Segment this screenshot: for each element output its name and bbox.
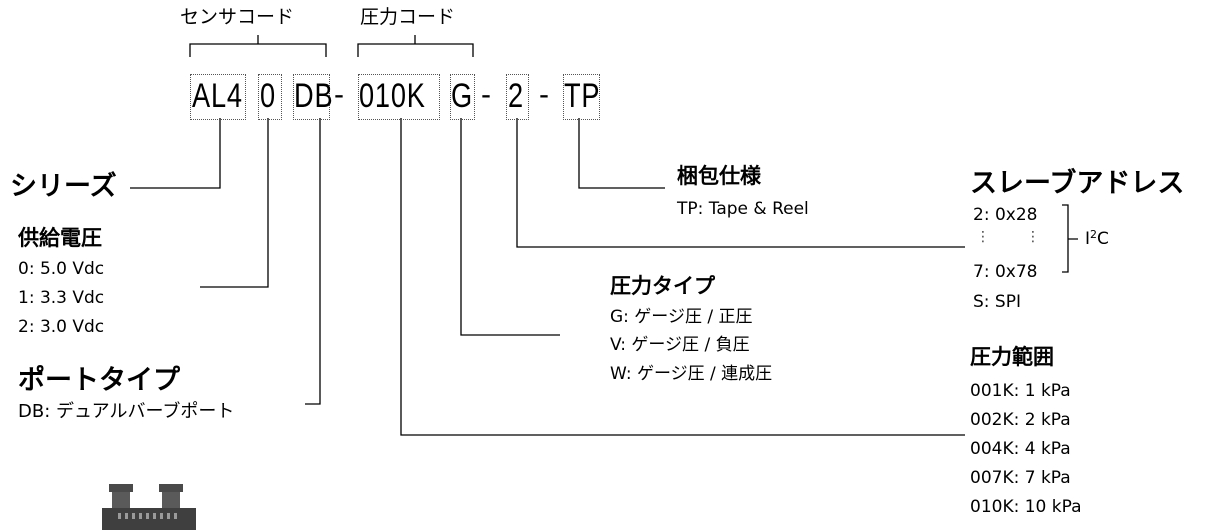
code-box-address	[506, 74, 529, 120]
port-type-title: ポートタイプ	[18, 365, 180, 396]
ellipsis-dots: ⋮	[976, 229, 990, 245]
code-address: 2	[508, 77, 524, 115]
pressure-range-item: 001K: 1 kPa	[970, 381, 1071, 401]
i2c-suffix: C	[1097, 229, 1109, 249]
sensor-code-label: センサコード	[180, 6, 295, 28]
slave-address-item: S: SPI	[973, 292, 1021, 312]
supply-voltage-item: 1: 3.3 Vdc	[18, 288, 105, 308]
pressure-range-item: 010K: 10 kPa	[970, 497, 1082, 517]
port-type-line	[305, 118, 321, 405]
packaging-title: 梱包仕様	[677, 164, 761, 188]
code-dash: -	[334, 78, 344, 111]
pressure-code-bracket	[357, 35, 474, 57]
supply-voltage-line	[200, 118, 269, 288]
code-range: 010K	[359, 77, 426, 115]
code-dash: -	[539, 78, 549, 111]
code-box-range	[358, 74, 440, 120]
series-line	[130, 118, 221, 189]
code-port: DB	[294, 77, 334, 115]
code-type: G	[451, 77, 473, 115]
supply-voltage-item: 2: 3.0 Vdc	[18, 317, 105, 337]
slave-address-item: 2: 0x28	[973, 205, 1038, 225]
pressure-type-item: V: ゲージ圧 / 負圧	[610, 335, 750, 355]
code-dash: -	[481, 78, 491, 111]
code-box-series	[190, 74, 246, 120]
pressure-type-line	[460, 118, 560, 336]
slave-address-item: 7: 0x78	[973, 262, 1038, 282]
ellipsis-dots: ⋮	[1026, 229, 1040, 245]
packaging-line	[578, 118, 665, 189]
i2c-label: I2C	[1085, 228, 1109, 249]
supply-voltage-item: 0: 5.0 Vdc	[18, 259, 105, 279]
code-voltage: 0	[260, 77, 276, 115]
port-type-item: DB: デュアルバーブポート	[18, 401, 235, 422]
code-box-voltage	[258, 74, 282, 120]
pressure-range-item: 007K: 7 kPa	[970, 468, 1071, 488]
pressure-type-item: W: ゲージ圧 / 連成圧	[610, 364, 773, 384]
pressure-code-label: 圧力コード	[360, 6, 456, 28]
pressure-type-item: G: ゲージ圧 / 正圧	[610, 307, 753, 327]
packaging-item: TP: Tape & Reel	[677, 199, 809, 219]
slave-address-line	[516, 118, 965, 248]
i2c-prefix: I	[1085, 229, 1091, 249]
i2c-sup: 2	[1090, 228, 1098, 241]
code-box-packaging	[563, 74, 600, 120]
slave-address-title: スレーブアドレス	[970, 168, 1185, 199]
code-packaging: TP	[564, 77, 601, 115]
code-series: AL4	[192, 77, 243, 115]
pressure-range-line	[400, 118, 965, 436]
pressure-type-title: 圧力タイプ	[610, 274, 715, 298]
sensor-package-illustration	[102, 484, 196, 530]
pressure-range-title: 圧力範囲	[970, 345, 1054, 369]
pressure-range-item: 004K: 4 kPa	[970, 439, 1071, 459]
i2c-brace	[1062, 204, 1078, 273]
code-box-port	[293, 74, 330, 120]
series-title: シリーズ	[10, 171, 117, 202]
pressure-range-item: 002K: 2 kPa	[970, 410, 1071, 430]
code-box-type	[450, 74, 475, 120]
sensor-code-bracket	[189, 35, 327, 57]
supply-voltage-title: 供給電圧	[18, 226, 102, 250]
